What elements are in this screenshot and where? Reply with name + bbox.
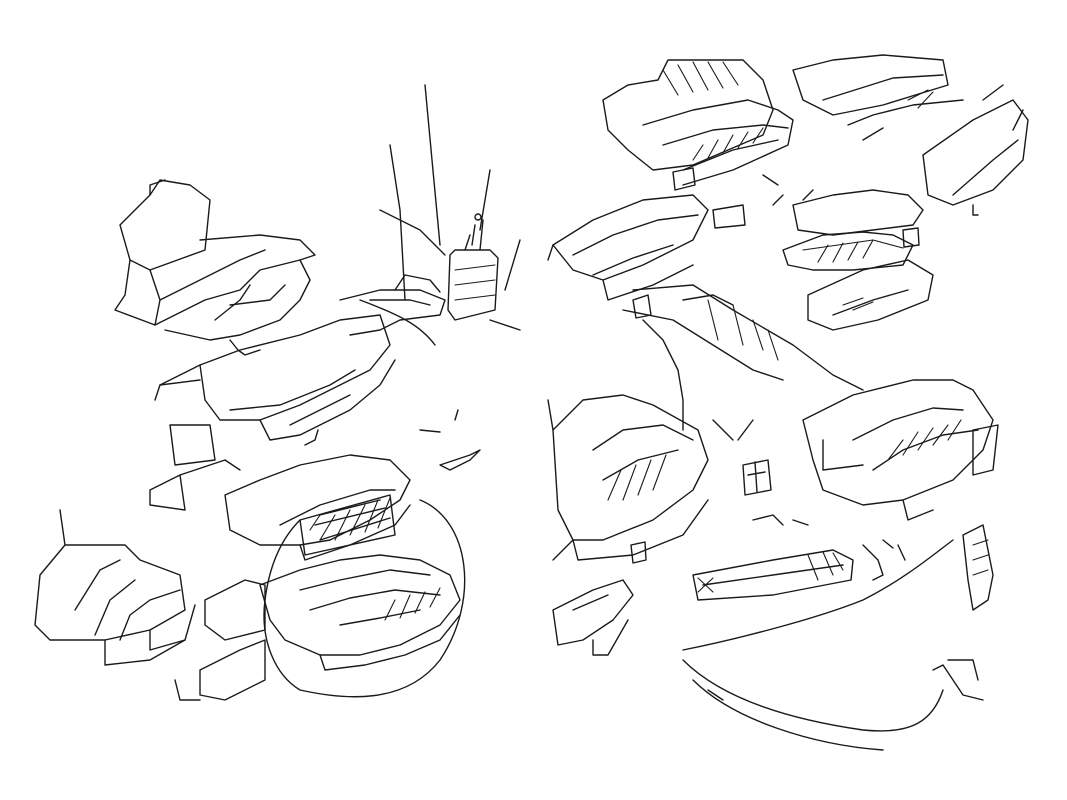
terrace-block [807, 259, 934, 331]
elongated-bar [692, 549, 854, 601]
terrace-block [802, 379, 994, 506]
block-outline [119, 179, 211, 271]
ramp-path [632, 284, 864, 391]
left-sketch [34, 84, 521, 701]
terrace-block [552, 579, 634, 646]
hatched-volume [299, 494, 396, 556]
terrace-block [259, 554, 461, 656]
small-frame [672, 167, 696, 191]
right-sketch [547, 54, 1029, 751]
terrace-block [34, 544, 186, 641]
small-frame [742, 459, 772, 496]
terrace-block [602, 59, 774, 171]
small-frame [632, 294, 652, 319]
small-frame [630, 541, 647, 564]
hatched-volume [792, 189, 924, 236]
landscape-curve [682, 539, 954, 651]
terrace-block [552, 394, 709, 541]
site-arc [263, 499, 466, 698]
terrace-block [552, 194, 709, 281]
tall-block [962, 524, 994, 611]
left-sketch-panel [0, 0, 533, 800]
right-sketch-panel [533, 0, 1067, 800]
tower [447, 249, 499, 321]
terrace-block [154, 259, 311, 341]
path-ramp [339, 289, 446, 336]
landscape-curve [682, 659, 944, 732]
terrace-block [224, 454, 411, 546]
terrace-block [792, 54, 949, 116]
small-frame [902, 227, 920, 248]
small-block [199, 639, 266, 701]
terrace-block [199, 314, 391, 421]
